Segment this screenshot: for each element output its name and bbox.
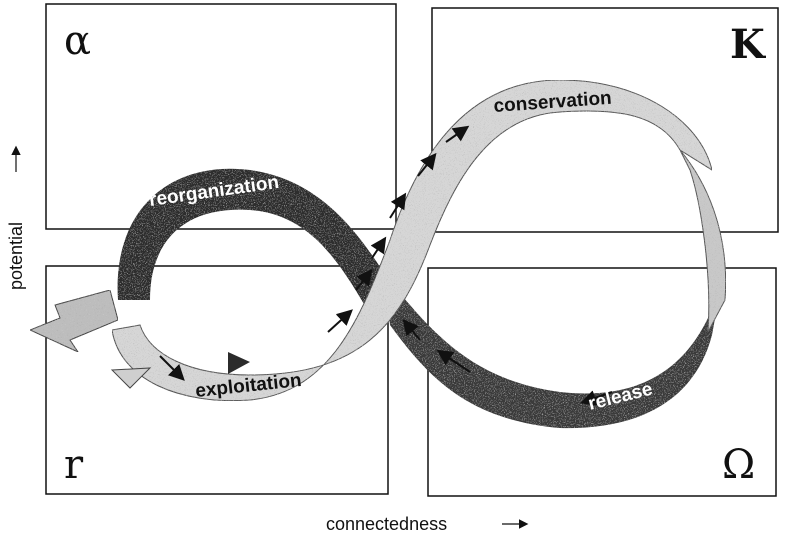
quadrant-label-alpha: α [64,18,91,64]
quadrant-box-alpha [45,3,397,230]
quadrant-box-k [431,7,779,233]
ribbon-conservation-descent [679,149,727,333]
ribbon-release [385,275,722,429]
quadrant-label-omega: Ω [722,442,755,488]
arrowhead-exploitation-end [228,352,250,374]
x-axis-label: connectedness [326,514,447,534]
flow-arrows [159,125,613,406]
y-axis-label: potential [6,222,26,290]
quadrant-box-r [45,265,389,495]
ribbon-reorganization [117,168,400,318]
ribbon-exploitation [111,79,713,402]
arrowhead-release-end [110,367,152,389]
quadrant-label-k: K [730,21,766,68]
entry-arrow [28,289,119,354]
quadrant-box-omega [427,267,777,497]
quadrant-label-r: r [64,442,84,488]
